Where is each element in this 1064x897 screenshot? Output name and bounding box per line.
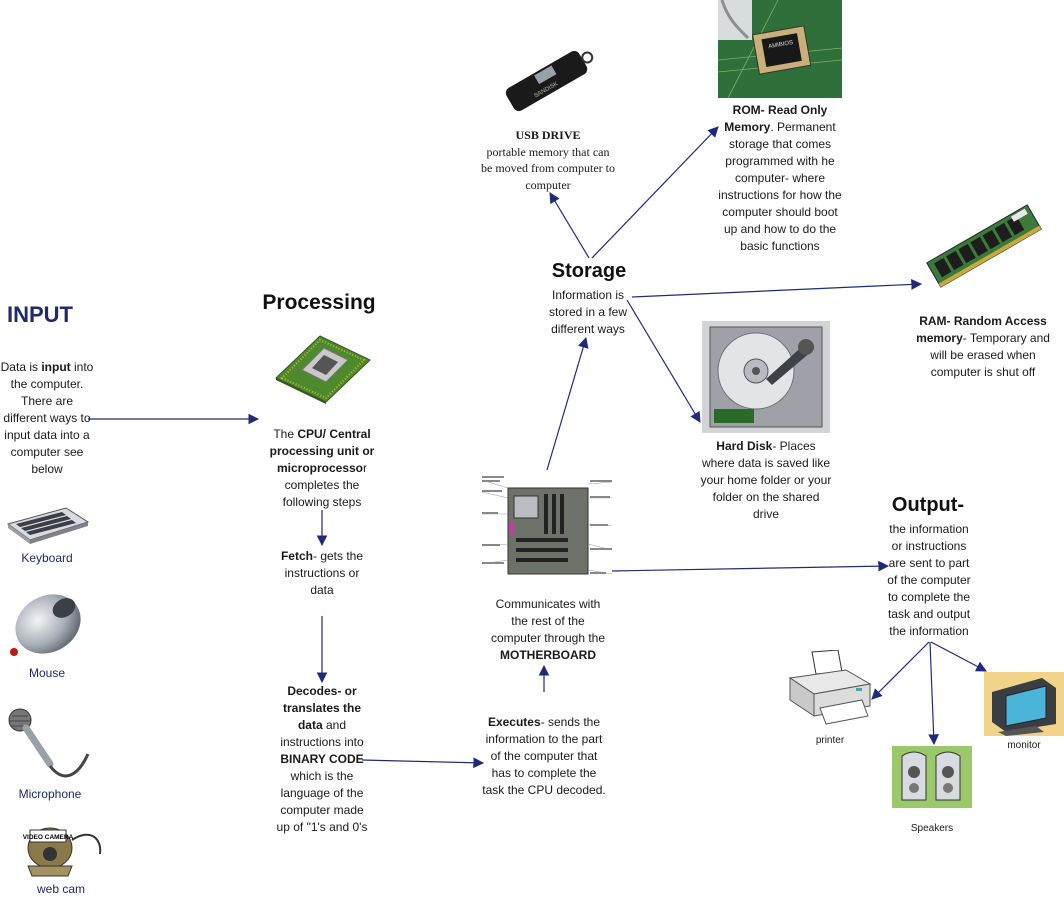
- printer-icon: [788, 650, 872, 725]
- motherboard-icon: [482, 476, 613, 575]
- microphone-label: Microphone: [18, 787, 82, 801]
- arrow-storage-to-harddisk: [626, 299, 701, 423]
- printer-label: printer: [815, 735, 845, 746]
- arrow-output-to-printer: [871, 641, 930, 700]
- output-description: the information or instructions are sent…: [887, 522, 971, 638]
- webcam-badge-text: VIDEO CAMERA: [23, 834, 74, 841]
- fetch-step: Fetch- gets the instructions or data: [280, 549, 364, 597]
- mouse-icon: [10, 594, 81, 656]
- speakers-label: Speakers: [910, 823, 954, 834]
- output-title: Output-: [891, 494, 965, 516]
- arrow-storage-to-ram: [631, 279, 923, 298]
- storage-description: Information is stored in a few different…: [548, 288, 628, 336]
- motherboard-description: Communicates with the rest of the comput…: [490, 597, 606, 662]
- harddisk-description: Hard Disk- Places where data is saved li…: [700, 439, 832, 521]
- cpu-chip-icon: [275, 335, 371, 404]
- rom-chip-photo: AMIBIOS: [718, 0, 842, 98]
- mouse-label: Mouse: [28, 666, 66, 680]
- input-title: INPUT: [7, 302, 73, 327]
- webcam-label: web cam: [36, 882, 86, 896]
- execute-step: Executes- sends the information to the p…: [482, 715, 606, 797]
- speakers-icon: [892, 746, 972, 808]
- usb-drive-icon: SANDISK: [505, 50, 594, 112]
- hard-disk-photo: [702, 321, 830, 433]
- arrow-motherboard-to-storage: [546, 336, 589, 471]
- arrow-motherboard-to-output: [611, 560, 890, 572]
- monitor-icon: [984, 672, 1064, 736]
- arrow-storage-to-usb: [549, 192, 590, 259]
- input-description: Data is input into the computer. There a…: [0, 360, 94, 476]
- webcam-icon: VIDEO CAMERA: [23, 827, 102, 877]
- ram-description: RAM- Random Access memory- Temporary and…: [916, 314, 1050, 379]
- keyboard-icon: [6, 507, 90, 544]
- keyboard-label: Keyboard: [21, 551, 73, 565]
- arrow-decode-to-execute: [361, 757, 485, 769]
- arrow-output-to-speakers: [928, 641, 940, 746]
- cpu-description: The CPU/ Central processing unit or micr…: [269, 427, 375, 509]
- storage-title: Storage: [551, 260, 627, 282]
- decode-step: Decodes- or translates the data and inst…: [276, 684, 368, 834]
- rom-chip-text: AMIBIOS: [768, 40, 794, 50]
- monitor-label: monitor: [1007, 740, 1041, 751]
- ram-module-icon: [926, 204, 1042, 288]
- microphone-icon: [8, 708, 90, 778]
- rom-description: ROM- Read Only Memory. Permanent storage…: [718, 103, 842, 253]
- processing-title: Processing: [262, 291, 376, 314]
- arrow-storage-to-rom: [591, 126, 719, 259]
- arrow-output-to-monitor: [930, 641, 987, 672]
